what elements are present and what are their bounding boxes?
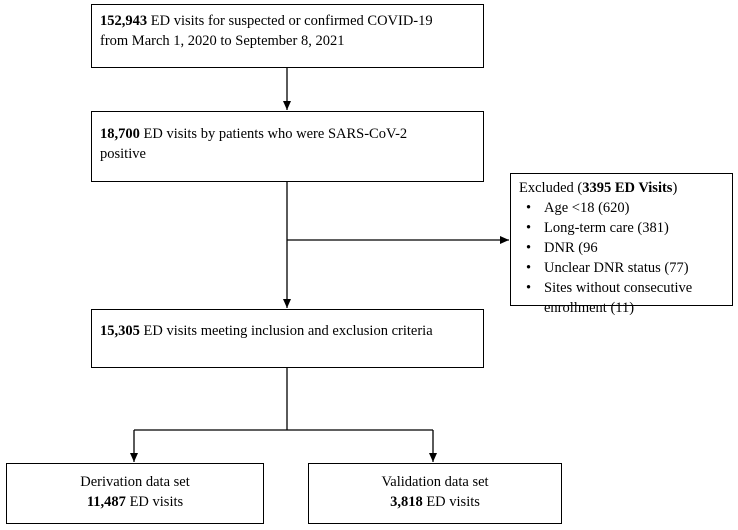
- included-visits-text: ED visits meeting inclusion and exclusio…: [139, 323, 433, 339]
- validation-text: ED visits: [422, 494, 480, 510]
- excluded-count: 3395 ED Visits: [582, 180, 673, 196]
- exclusion-item: DNR (96: [519, 238, 728, 258]
- validation-count: 3,818: [390, 494, 423, 510]
- exclusion-item-label: Long-term care (381): [544, 220, 669, 236]
- positive-visits-count: 18,700: [100, 126, 140, 142]
- exclusion-item-label: Unclear DNR status (77): [544, 260, 689, 276]
- positive-visits-text: ED visits by patients who were SARS-CoV-…: [139, 126, 408, 142]
- exclusion-item: Long-term care (381): [519, 218, 728, 238]
- positive-visits-box: 18,700 ED visits by patients who were SA…: [91, 111, 484, 182]
- total-visits-box: 152,943 ED visits for suspected or confi…: [91, 4, 484, 68]
- included-visits-line1: 15,305 ED visits meeting inclusion and e…: [100, 321, 483, 341]
- positive-visits-line1: 18,700 ED visits by patients who were SA…: [100, 124, 483, 144]
- validation-title: Validation data set: [381, 474, 489, 490]
- exclusion-item-label-cont: enrollment (11): [544, 300, 635, 316]
- derivation-visits: 11,487 ED visits: [7, 492, 263, 512]
- total-visits-line1: 152,943 ED visits for suspected or confi…: [100, 11, 483, 31]
- derivation-set-box: Derivation data set 11,487 ED visits: [6, 463, 264, 524]
- validation-set-box: Validation data set 3,818 ED visits: [308, 463, 562, 524]
- derivation-text: ED visits: [125, 494, 184, 510]
- exclusion-item: Age <18 (620): [519, 198, 728, 218]
- exclusion-item: Unclear DNR status (77): [519, 258, 728, 278]
- excluded-suffix: ): [672, 180, 678, 196]
- positive-visits-line2: positive: [100, 146, 146, 162]
- validation-visits: 3,818 ED visits: [309, 492, 561, 512]
- exclusion-item-label: Age <18 (620): [544, 200, 630, 216]
- total-visits-count: 152,943: [100, 13, 148, 29]
- excluded-heading: Excluded (3395 ED Visits): [519, 178, 728, 198]
- exclusion-item: Sites without consecutive enrollment (11): [519, 278, 728, 318]
- derivation-count: 11,487: [86, 494, 126, 510]
- exclusion-item-label: DNR (96: [544, 240, 598, 256]
- exclusion-item-label: Sites without consecutive: [544, 280, 693, 296]
- total-visits-line2: from March 1, 2020 to September 8, 2021: [100, 33, 345, 49]
- included-visits-box: 15,305 ED visits meeting inclusion and e…: [91, 309, 484, 368]
- total-visits-text: ED visits for suspected or confirmed COV…: [147, 13, 433, 29]
- excluded-visits-box: Excluded (3395 ED Visits) Age <18 (620) …: [510, 173, 733, 316]
- derivation-title: Derivation data set: [80, 474, 190, 490]
- exclusion-list: Age <18 (620) Long-term care (381) DNR (…: [519, 198, 728, 318]
- excluded-prefix: Excluded (: [519, 180, 583, 196]
- included-visits-count: 15,305: [100, 323, 140, 339]
